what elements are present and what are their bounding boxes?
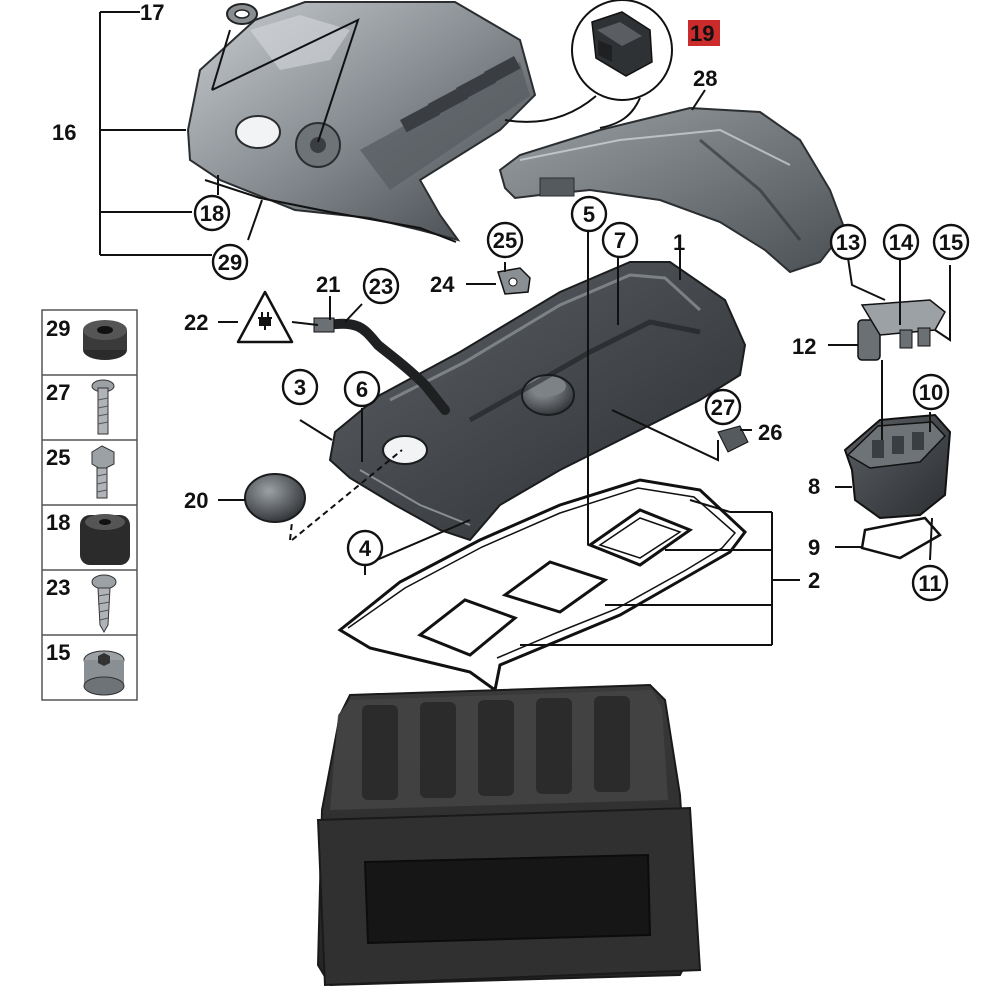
callout-4: 4 <box>359 536 372 561</box>
rubber-buffer-icon <box>316 683 702 987</box>
callout-16: 16 <box>52 120 76 145</box>
grommet-icon <box>83 320 127 360</box>
callout-19: 19 <box>690 21 714 46</box>
callout-11: 11 <box>918 571 941 596</box>
gasket-icon <box>337 478 748 693</box>
oil-separator-icon <box>843 413 952 520</box>
callout-8: 8 <box>808 474 820 499</box>
callout-14: 14 <box>889 230 914 255</box>
callout-7: 7 <box>614 228 626 253</box>
engine-cover-icon <box>186 0 537 243</box>
legend-number: 15 <box>46 640 70 665</box>
legend-number: 29 <box>46 316 70 341</box>
callout-13: 13 <box>836 230 860 255</box>
hex-bolt-icon <box>91 445 115 499</box>
callout-25: 25 <box>493 228 517 253</box>
callout-10: 10 <box>919 380 943 405</box>
callout-18: 18 <box>200 201 224 226</box>
callout-26: 26 <box>758 420 782 445</box>
callout-27: 27 <box>711 395 735 420</box>
cap-icon <box>244 473 306 523</box>
callout-24: 24 <box>430 272 455 297</box>
callout-21: 21 <box>316 272 340 297</box>
callout-20: 20 <box>184 488 208 513</box>
legend-number: 23 <box>46 575 70 600</box>
screw-icon <box>91 574 117 634</box>
callout-22: 22 <box>184 310 208 335</box>
legend-number: 25 <box>46 445 70 470</box>
small-part-icon <box>717 425 749 453</box>
detail-view-icon <box>571 0 673 101</box>
washer-icon <box>226 3 258 25</box>
callout-12: 12 <box>792 334 816 359</box>
callout-5: 5 <box>583 202 595 227</box>
valve-part-icon <box>857 299 946 361</box>
callout-9: 9 <box>808 535 820 560</box>
bolt-icon <box>91 379 115 435</box>
callout-29: 29 <box>218 250 242 275</box>
callout-15: 15 <box>939 230 963 255</box>
callout-6: 6 <box>356 377 368 402</box>
callout-17: 17 <box>140 0 164 25</box>
callout-2: 2 <box>808 568 820 593</box>
callout-23: 23 <box>369 274 393 299</box>
callout-1: 1 <box>673 230 685 255</box>
highlight-box <box>688 20 720 46</box>
bracket-icon <box>497 267 531 295</box>
electrical-warning-icon <box>236 290 294 344</box>
rubber-mount-icon <box>80 514 130 565</box>
valve-cover-icon <box>328 261 747 542</box>
seal-icon <box>860 516 942 560</box>
legend-number: 27 <box>46 380 70 405</box>
plug-bolt-icon <box>83 650 125 696</box>
heat-shield-icon <box>498 106 847 274</box>
legend-number: 18 <box>46 510 70 535</box>
callout-28: 28 <box>693 66 717 91</box>
hardware-legend <box>41 309 138 701</box>
callout-3: 3 <box>294 375 306 400</box>
